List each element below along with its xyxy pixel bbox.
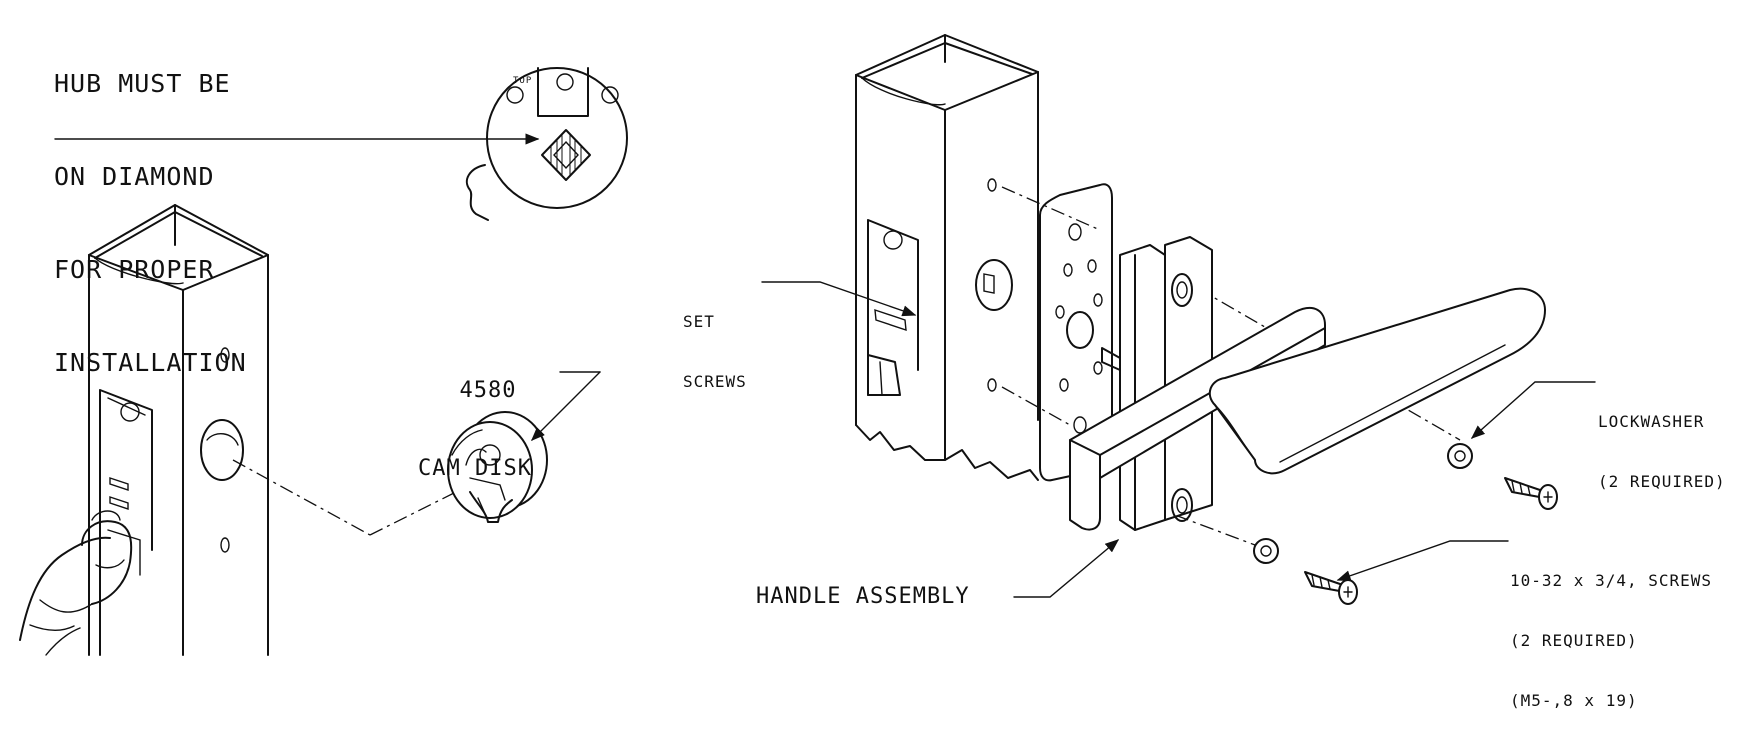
set-screws-line-1: SET (683, 312, 715, 331)
screw-upper (1504, 477, 1558, 510)
cam-disk-part (232, 371, 601, 536)
screws-label: 10-32 x 3/4, SCREWS (2 REQUIRED) (M5-,8 … (1510, 531, 1712, 731)
hub-note-label: HUB MUST BE ON DIAMOND FOR PROPER INSTAL… (54, 6, 247, 409)
hub-note-line-1: HUB MUST BE (54, 69, 231, 98)
lockwasher-upper (1447, 443, 1473, 469)
hand-illustration (19, 510, 133, 656)
set-screws-leader (761, 281, 917, 317)
hub-note-line-3: FOR PROPER (54, 255, 215, 284)
set-screws-line-2: SCREWS (683, 372, 747, 391)
left-door-stile (88, 204, 269, 656)
lever-handle (1069, 287, 1546, 531)
screw-lower (1304, 571, 1358, 605)
lockwasher-label: LOCKWASHER (2 REQUIRED) (1598, 372, 1726, 512)
cam-disk-label: 4580 CAM DISK (418, 326, 532, 508)
cam-disk-number: 4580 (459, 378, 517, 403)
screws-line-3: (M5-,8 x 19) (1510, 691, 1638, 710)
screws-line-2: (2 REQUIRED) (1510, 631, 1638, 650)
lockwasher-leader (1470, 381, 1596, 439)
hub-note-line-4: INSTALLATION (54, 348, 247, 377)
lockwasher-lower (1253, 538, 1279, 564)
top-mark-label: TOP (513, 76, 533, 86)
lockwasher-line-1: LOCKWASHER (1598, 412, 1705, 431)
right-door-stile (855, 34, 1039, 481)
screws-line-1: 10-32 x 3/4, SCREWS (1510, 571, 1713, 590)
lockwasher-line-2: (2 REQUIRED) (1598, 472, 1726, 491)
cam-disk-name: CAM DISK (418, 456, 532, 481)
screws-leader (1336, 540, 1509, 582)
diamond-hub (541, 129, 591, 181)
line-art (19, 34, 1596, 656)
handle-assembly-leader (1013, 539, 1120, 598)
hub-note-line-2: ON DIAMOND (54, 162, 215, 191)
installation-drawing: HUB MUST BE ON DIAMOND FOR PROPER INSTAL… (19, 6, 1726, 710)
set-screws-label: SET SCREWS (683, 272, 747, 412)
handle-assembly-label: HANDLE ASSEMBLY (756, 584, 970, 609)
hub-detail-view (54, 67, 628, 221)
